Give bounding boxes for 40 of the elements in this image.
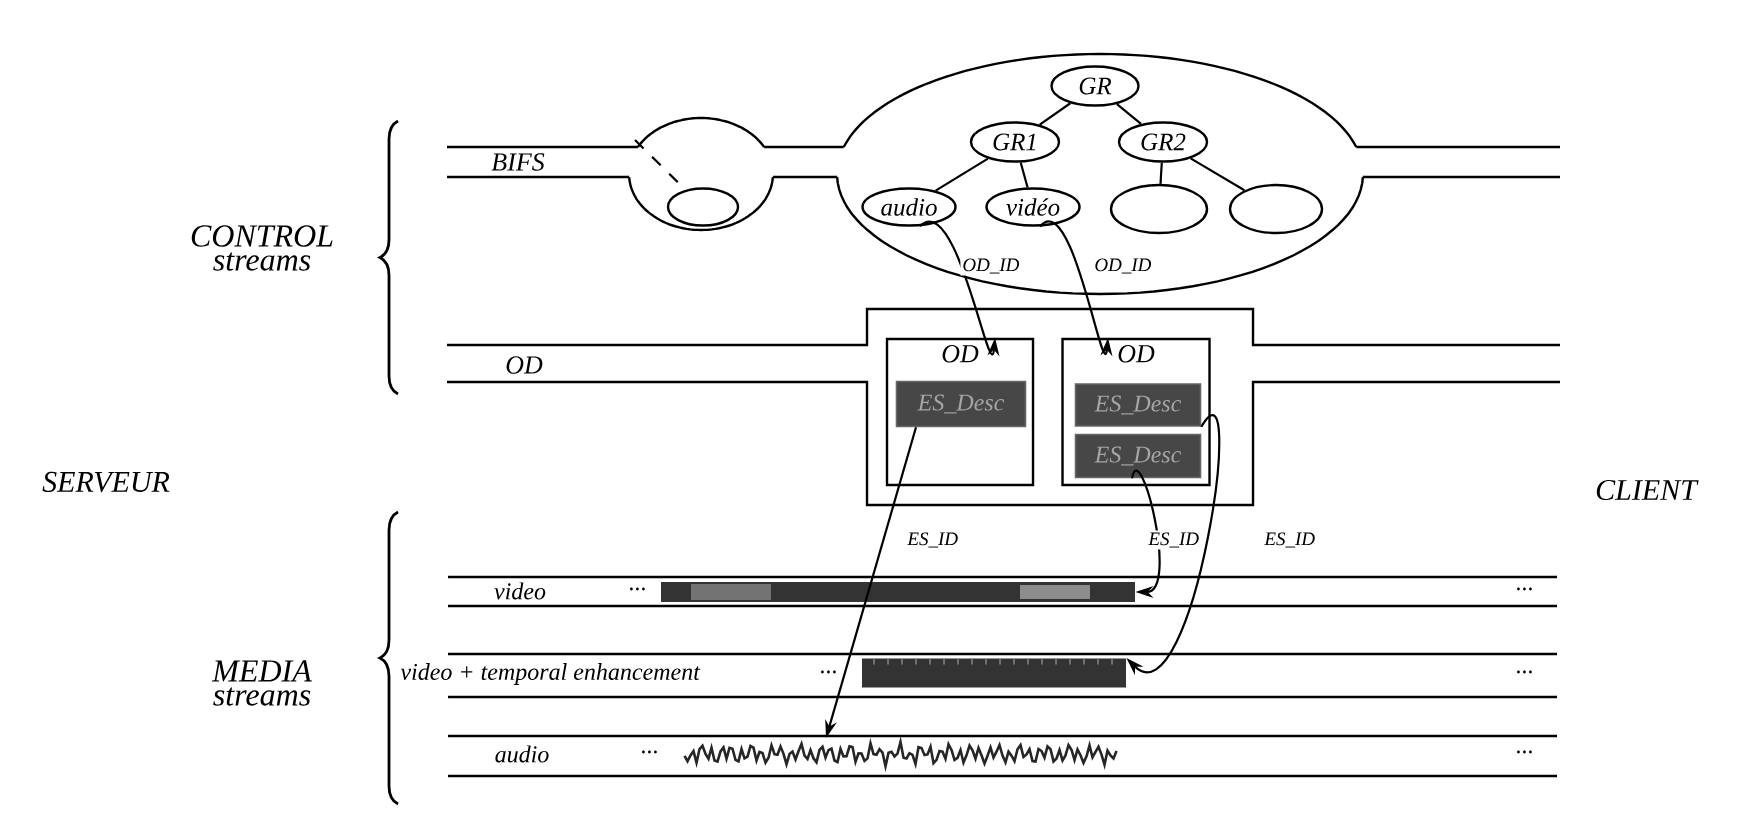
connector-line — [1159, 162, 1163, 184]
node-oval: GR2 — [1117, 121, 1209, 163]
empty-oval — [1228, 183, 1324, 235]
edge-label: OD_ID — [1092, 256, 1154, 276]
label: OD — [506, 356, 543, 374]
stream-bar — [862, 657, 1126, 688]
connector-line — [1039, 102, 1071, 126]
label: ... — [1517, 670, 1532, 674]
label: ... — [1517, 750, 1532, 754]
label: video — [494, 582, 546, 600]
label: CONTROL streams — [191, 225, 333, 271]
edge-label: ES_ID — [1262, 530, 1318, 550]
label: ... — [821, 670, 836, 674]
connector-line — [1116, 103, 1142, 125]
label: ... — [642, 750, 657, 754]
label: audio — [495, 745, 549, 763]
descriptor-box: ES_Desc — [1074, 383, 1202, 427]
edge-label: ES_ID — [905, 530, 961, 550]
descriptor-box: ES_Desc — [1074, 433, 1202, 479]
edge-label: ES_ID — [1146, 530, 1202, 550]
connector-line — [1190, 157, 1245, 192]
label: CLIENT — [1596, 479, 1699, 501]
node-oval: audio — [861, 187, 957, 227]
stream-bar — [661, 582, 1135, 602]
label: ... — [1517, 587, 1532, 591]
empty-oval — [666, 187, 740, 227]
arrow — [1131, 470, 1161, 599]
node-oval: GR — [1050, 65, 1140, 107]
label: MEDIA streams — [211, 660, 312, 706]
node-oval: vidéo — [985, 187, 1081, 227]
node-oval: GR1 — [969, 121, 1061, 163]
label: BIFS — [491, 153, 545, 171]
connector-line — [935, 157, 989, 192]
label: SERVEUR — [42, 471, 170, 493]
label: video + temporal enhancement — [400, 663, 701, 685]
empty-oval — [1109, 183, 1209, 235]
edge-label: OD_ID — [960, 256, 1022, 276]
waveform — [684, 736, 1118, 773]
connector-line — [1019, 162, 1029, 188]
descriptor-box: ES_Desc — [895, 380, 1027, 428]
